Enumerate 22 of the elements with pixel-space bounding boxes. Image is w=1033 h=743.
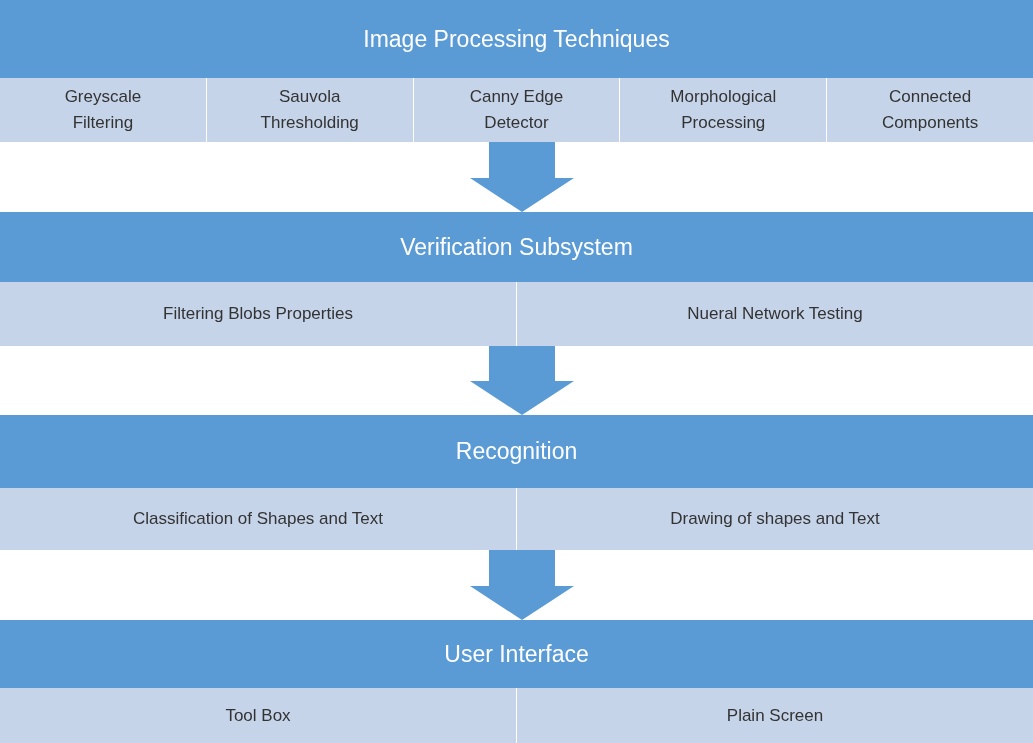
item-label: Classification of Shapes and Text bbox=[132, 508, 384, 530]
item-label: Morphological Processing bbox=[669, 86, 778, 134]
section-band bbox=[0, 0, 1033, 142]
block-arrow bbox=[470, 550, 574, 620]
section-band bbox=[0, 212, 1033, 346]
item-label: Filtering Blobs Properties bbox=[163, 303, 353, 325]
section-title: Image Processing Techniques bbox=[363, 24, 670, 54]
item-label: Connected Components bbox=[880, 86, 980, 134]
item-label: Plain Screen bbox=[726, 704, 824, 727]
section-band bbox=[0, 415, 1033, 550]
section-band bbox=[0, 620, 1033, 743]
item-label: Drawing of shapes and Text bbox=[670, 508, 880, 530]
item-label: Canny Edge Detector bbox=[468, 86, 565, 134]
section-title: Verification Subsystem bbox=[400, 232, 633, 262]
section-title: Recognition bbox=[455, 437, 578, 467]
item-label: Sauvola Thresholding bbox=[259, 86, 360, 134]
block-arrow bbox=[470, 346, 574, 415]
section-title: User Interface bbox=[444, 639, 589, 669]
block-arrow bbox=[470, 142, 574, 212]
item-label: Nueral Network Testing bbox=[687, 303, 863, 325]
item-label: Tool Box bbox=[225, 704, 291, 727]
item-label: Greyscale Filtering bbox=[63, 86, 143, 134]
